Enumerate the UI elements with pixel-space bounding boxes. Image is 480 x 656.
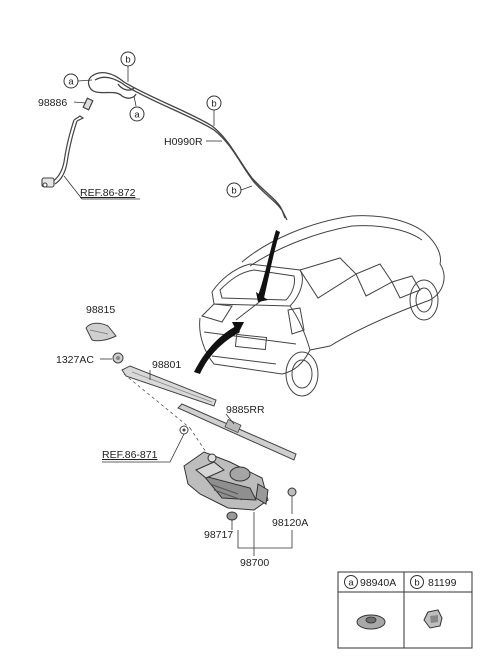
clip-81199-icon [423,609,443,629]
callout-a-2: a [129,106,145,122]
svg-text:81199: 81199 [428,577,457,589]
hose-clip-98940a-icon [356,614,386,630]
svg-text:a: a [68,77,74,88]
svg-text:b: b [211,99,216,110]
leaders-top [63,66,253,200]
bolt [287,487,297,497]
svg-text:a: a [348,578,354,589]
label-98886: 98886 [38,97,67,109]
svg-text:b: b [231,186,236,197]
washer-hose [87,71,288,221]
pointer-arrow-hose [256,230,280,302]
grommet [226,511,238,521]
callout-a-1: a [63,73,79,89]
ref-86-872: REF.86-872 [80,187,136,199]
label-1327ac: 1327AC [56,354,94,366]
motor-bracket-line [237,530,293,549]
svg-text:b: b [414,578,419,589]
label-98700: 98700 [240,557,269,569]
wiper-arm [121,365,217,407]
assembly-axis [123,373,191,429]
legend-a-header: a 98940A [344,575,396,589]
ref-point [179,425,189,435]
callout-b-3: b [226,182,242,198]
callout-b-2: b [206,95,222,111]
parts-legend-table [337,571,473,649]
legend-b-header: b 81199 [410,575,457,589]
vehicle-outline [199,215,445,397]
hose-connector [41,177,55,188]
label-98801: 98801 [152,359,181,371]
label-9885rr: 9885RR [226,404,265,416]
wiper-blade [177,403,297,461]
wiper-nut [112,352,124,364]
label-h0990r: H0990R [164,136,203,148]
callout-b-1: b [120,51,136,67]
wiper-arm-cap [85,322,117,342]
pointer-arrow-wiper [194,322,244,374]
label-98815: 98815 [86,304,115,316]
hose-joint-98886 [82,97,94,111]
label-98717: 98717 [204,529,233,541]
svg-text:b: b [125,55,130,66]
wiper-motor [183,451,269,511]
svg-text:a: a [134,110,140,121]
svg-text:98940A: 98940A [360,577,396,589]
ref-86-871: REF.86-871 [102,449,158,461]
label-98120a: 98120A [272,517,308,529]
washer-hose-lower [51,115,85,185]
